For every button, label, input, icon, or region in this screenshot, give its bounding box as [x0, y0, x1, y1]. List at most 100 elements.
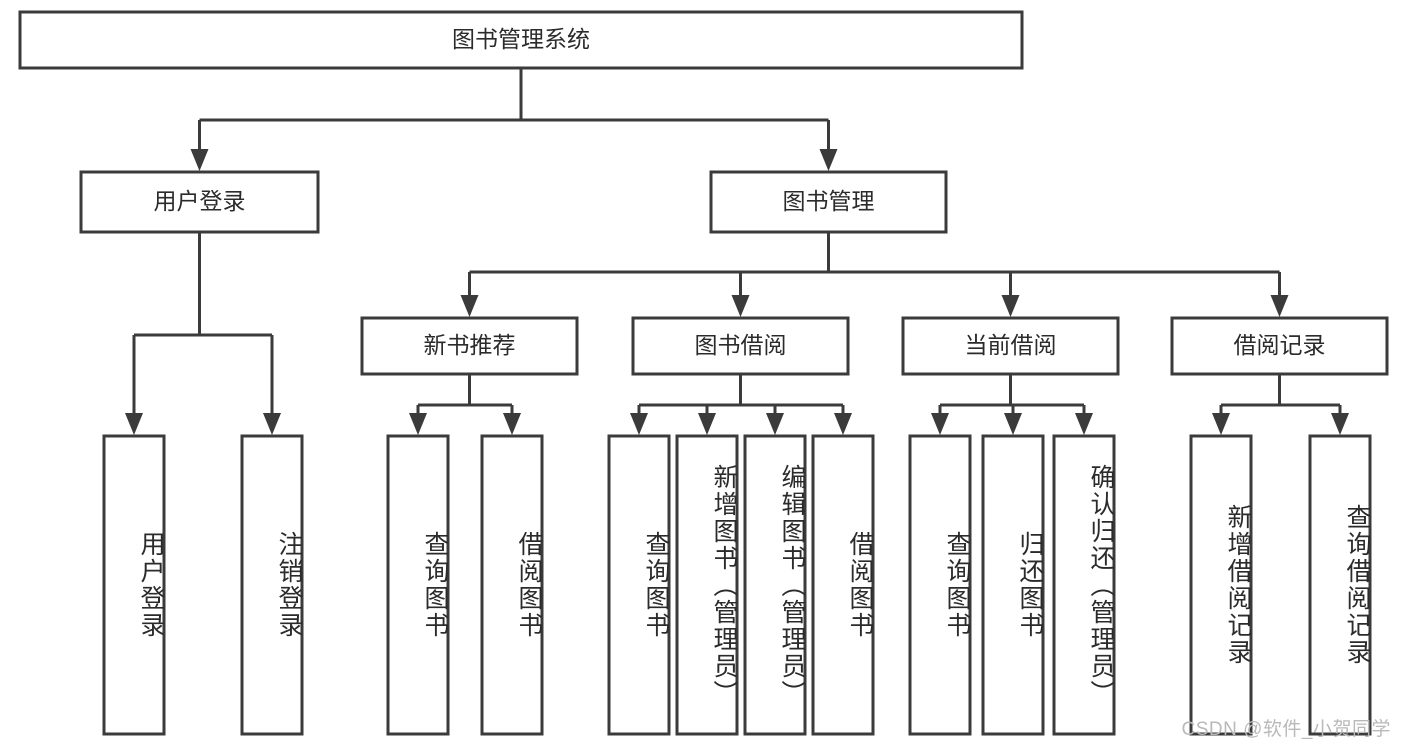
arrow-head-icon [630, 413, 648, 435]
node-leaf-user-login[interactable]: 用户登录 [102, 434, 166, 736]
node-leaf-query-book-2[interactable]: 查询图书 [607, 434, 671, 736]
arrow-head-icon [503, 413, 521, 435]
node-box [743, 434, 807, 736]
node-label: 图书借阅 [695, 332, 787, 358]
arrow-head-icon [1270, 295, 1289, 317]
node-leaf-query-book-3[interactable]: 查询图书 [908, 434, 972, 736]
node-label: 注销登录 [275, 531, 302, 639]
node-user-login[interactable]: 用户登录 [79, 170, 320, 234]
arrow-head-icon [1004, 413, 1022, 435]
node-book-manage[interactable]: 图书管理 [709, 170, 948, 234]
node-label: 新书推荐 [424, 332, 516, 358]
node-label: 借阅图书 [846, 531, 873, 639]
node-label-wrap: 查询图书 [943, 531, 970, 639]
node-label-wrap: 查询图书 [642, 531, 669, 639]
connector-group-user-login [125, 232, 281, 435]
node-leaf-borrow-book-1[interactable]: 借阅图书 [480, 434, 544, 736]
node-root[interactable]: 图书管理系统 [18, 10, 1024, 70]
arrow-head-icon [731, 295, 750, 317]
node-leaf-query-record[interactable]: 查询借阅记录 [1308, 434, 1372, 736]
node-box [675, 434, 739, 736]
node-label: 借阅记录 [1234, 332, 1326, 358]
node-label: 查询图书 [421, 531, 448, 639]
arrow-head-icon [190, 149, 209, 171]
arrow-head-icon [834, 413, 852, 435]
node-leaf-logout[interactable]: 注销登录 [240, 434, 304, 736]
node-label-wrap: 新增借阅记录 [1224, 504, 1251, 666]
node-label-wrap: 查询借阅记录 [1343, 504, 1370, 666]
node-label: 查询借阅记录 [1343, 504, 1370, 666]
watermark-text: CSDN @软件_小贺同学 [1181, 719, 1391, 740]
arrow-head-icon [819, 149, 838, 171]
node-box [901, 316, 1120, 376]
arrow-head-icon [1075, 413, 1093, 435]
node-book-borrow[interactable]: 图书借阅 [631, 316, 850, 376]
node-label-wrap: 注销登录 [275, 531, 302, 639]
node-label: 借阅图书 [515, 531, 542, 639]
arrow-head-icon [1331, 413, 1349, 435]
node-leaf-query-book-1[interactable]: 查询图书 [386, 434, 450, 736]
node-leaf-add-record[interactable]: 新增借阅记录 [1189, 434, 1253, 736]
node-box [811, 434, 875, 736]
node-box [18, 10, 1024, 70]
arrow-head-icon [1212, 413, 1230, 435]
node-box [386, 434, 450, 736]
node-label-wrap: 借阅图书 [846, 531, 873, 639]
node-label: 用户登录 [137, 531, 164, 639]
node-label-wrap: 确认归还（管理员） [1087, 464, 1114, 707]
connector-group-book-borrow [630, 374, 852, 435]
node-box [607, 434, 671, 736]
node-label-wrap: 用户登录 [137, 531, 164, 639]
node-leaf-confirm-return[interactable]: 确认归还（管理员） [1052, 434, 1116, 736]
node-label: 归还图书 [1016, 531, 1043, 639]
connector-group-book-manage [460, 232, 1289, 317]
node-box [102, 434, 166, 736]
arrow-head-icon [698, 413, 716, 435]
node-leaf-borrow-book-2[interactable]: 借阅图书 [811, 434, 875, 736]
arrow-head-icon [263, 413, 281, 435]
connector-group-new-book-recommend [409, 374, 521, 435]
node-box [240, 434, 304, 736]
arrow-head-icon [409, 413, 427, 435]
arrow-head-icon [460, 295, 479, 317]
node-label: 当前借阅 [965, 332, 1057, 358]
node-box [480, 434, 544, 736]
node-label: 图书管理系统 [452, 26, 590, 52]
node-label: 查询图书 [642, 531, 669, 639]
node-layer: 图书管理系统用户登录图书管理新书推荐图书借阅当前借阅借阅记录用户登录注销登录查询… [18, 10, 1389, 736]
node-box [1170, 316, 1389, 376]
connector-layer [125, 68, 1349, 435]
connector-group-current-borrow [931, 374, 1093, 435]
node-label-wrap: 归还图书 [1016, 531, 1043, 639]
node-leaf-add-book[interactable]: 新增图书（管理员） [675, 434, 739, 736]
node-label: 用户登录 [154, 188, 246, 214]
node-label-wrap: 查询图书 [421, 531, 448, 639]
node-box [1308, 434, 1372, 736]
node-leaf-return-book[interactable]: 归还图书 [981, 434, 1045, 736]
node-current-borrow[interactable]: 当前借阅 [901, 316, 1120, 376]
node-label: 新增借阅记录 [1224, 504, 1251, 666]
connector-group-root [190, 68, 838, 171]
node-box [1052, 434, 1116, 736]
node-borrow-record[interactable]: 借阅记录 [1170, 316, 1389, 376]
connector-group-borrow-record [1212, 374, 1349, 435]
node-label: 查询图书 [943, 531, 970, 639]
node-label-wrap: 借阅图书 [515, 531, 542, 639]
node-box [79, 170, 320, 234]
arrow-head-icon [1001, 295, 1020, 317]
arrow-head-icon [931, 413, 949, 435]
node-label-wrap: 编辑图书（管理员） [778, 463, 805, 707]
node-box [908, 434, 972, 736]
node-leaf-edit-book[interactable]: 编辑图书（管理员） [743, 434, 807, 736]
node-box [981, 434, 1045, 736]
node-box [360, 316, 579, 376]
node-label: 图书管理 [783, 188, 875, 214]
node-label: 编辑图书（管理员） [778, 463, 805, 707]
arrow-head-icon [125, 413, 143, 435]
node-new-book-recommend[interactable]: 新书推荐 [360, 316, 579, 376]
arrow-head-icon [766, 413, 784, 435]
node-box [709, 170, 948, 234]
node-box [1189, 434, 1253, 736]
